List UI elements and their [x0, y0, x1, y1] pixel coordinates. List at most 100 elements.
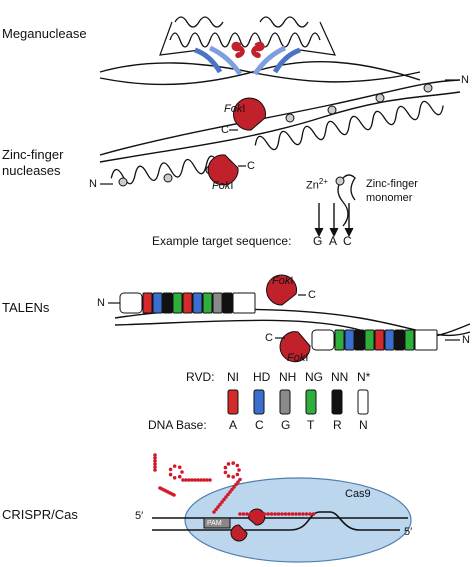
talen-bottom-repeat-1 [311, 329, 335, 351]
guide-rna-nucleotide [153, 465, 157, 469]
guide-rna-nucleotide [248, 512, 253, 516]
meganuclease-graphic [99, 16, 421, 86]
guide-rna-nucleotide [238, 477, 242, 482]
label-zinc-finger-line2: nucleases [2, 163, 61, 178]
guide-rna-nucleotide [172, 464, 177, 468]
guide-rna-nucleotide [280, 512, 284, 516]
guide-rna-nucleotide [259, 512, 263, 516]
guide-rna-nucleotide [235, 463, 240, 468]
talen-bottom-repeat-4 [354, 329, 365, 351]
talen-bottom-repeat-8 [394, 329, 405, 351]
pam-box [203, 517, 231, 529]
fokI-talen-bottom [279, 331, 311, 363]
pam-label: PAM [207, 520, 222, 527]
talen-bottom-repeat-2 [334, 329, 345, 351]
dna-base-5: R [333, 418, 342, 432]
talen-top-repeat-2 [142, 292, 153, 314]
guide-rna-nucleotide [180, 470, 184, 474]
guide-rna-nucleotide [276, 512, 281, 516]
guide-rna-nucleotide [172, 493, 176, 497]
guide-rna-nucleotide [190, 478, 194, 482]
talen-top-repeat-7 [192, 292, 203, 314]
talen-top-repeat-6 [182, 292, 193, 314]
target-sequence-label: Example target sequence: [152, 234, 292, 248]
zfn-n-left: N [89, 178, 97, 190]
cas9-label: Cas9 [345, 488, 371, 500]
guide-rna-nucleotide [220, 500, 224, 504]
guide-rna-nucleotide [216, 505, 220, 509]
guide-rna-nucleotide [266, 512, 270, 516]
label-zinc-finger-line1: Zinc-finger [2, 147, 64, 162]
guide-rna-nucleotide [273, 512, 277, 516]
rvd-5: NN [331, 370, 349, 384]
guide-rna-nucleotide [168, 472, 173, 477]
rvd-bar-2 [253, 389, 265, 415]
guide-rna-nucleotide [311, 512, 316, 516]
guide-rna [153, 453, 316, 516]
talen-graphic [108, 274, 471, 363]
guide-rna-nucleotide [269, 512, 274, 516]
rvd-1: NI [227, 370, 239, 384]
guide-rna-nucleotide [208, 478, 212, 482]
fokI-zfn-top [233, 97, 266, 131]
guide-rna-nucleotide [153, 456, 157, 460]
rvd-3: NH [279, 370, 297, 384]
guide-rna-nucleotide [177, 474, 182, 479]
guide-rna-nucleotide [153, 453, 157, 457]
label-talens: TALENs [2, 300, 50, 315]
guide-rna-nucleotide [236, 480, 240, 484]
talen-n-left: N [97, 297, 105, 309]
talen-c-bottom: C [265, 332, 273, 344]
guide-rna-nucleotide [226, 462, 231, 466]
target-base-1: G [313, 234, 323, 248]
guide-rna-nucleotide [231, 461, 236, 465]
guide-rna-nucleotide [222, 497, 226, 502]
talen-bottom-repeat-6 [374, 329, 385, 351]
guide-rna-nucleotide [304, 512, 309, 516]
guide-rna-nucleotide [308, 512, 312, 516]
dna-base-4: T [307, 418, 315, 432]
guide-rna-nucleotide [184, 478, 188, 482]
guide-rna-nucleotide [214, 507, 218, 512]
rvd-bar-5 [331, 389, 343, 415]
crispr-graphic [152, 453, 412, 563]
talen-bottom-repeat-9 [404, 329, 415, 351]
rvd-6: N* [357, 370, 371, 384]
guide-rna-nucleotide [241, 512, 246, 516]
zinc-finger-monomer-line2: monomer [366, 192, 413, 204]
dna-base-6: N [359, 418, 368, 432]
guide-rna-nucleotide [231, 475, 236, 479]
guide-rna-nucleotide [255, 512, 260, 516]
zn-label: Zn2+ [306, 177, 328, 192]
guide-rna-nucleotide [153, 459, 157, 463]
rvd-4: NG [305, 370, 323, 384]
rvd-bar-6 [357, 389, 369, 415]
guide-rna-nucleotide [301, 512, 305, 516]
rvd-legend [227, 389, 369, 415]
guide-rna-nucleotide [235, 472, 240, 477]
zfn-fokI-bottom-label: FokI [212, 180, 234, 192]
guide-rna-nucleotide [181, 478, 185, 482]
zfn-fokI-top-label: FokI [224, 103, 246, 115]
guide-rna-nucleotide [196, 478, 200, 482]
guide-rna-nucleotide [202, 478, 206, 482]
talen-top-repeat-4 [162, 292, 173, 314]
talen-top-repeat-10 [222, 292, 233, 314]
guide-rna-nucleotide [153, 462, 157, 466]
rvd-bar-3 [279, 389, 291, 415]
rvd-label: RVD: [186, 370, 215, 384]
talen-bottom-repeat-3 [344, 329, 355, 351]
talen-c-top: C [308, 289, 316, 301]
dna-base-1: A [229, 418, 238, 432]
zfn-c-top: C [221, 124, 229, 136]
dna-base-2: C [255, 418, 264, 432]
guide-rna-nucleotide [205, 478, 209, 482]
dna-base-label: DNA Base: [148, 418, 207, 432]
talen-bottom-repeat-5 [364, 329, 375, 351]
fokI-zfn-bottom [207, 154, 239, 186]
guide-rna-nucleotide [262, 512, 267, 516]
guide-rna-nucleotide [294, 512, 298, 516]
guide-rna-nucleotide [228, 490, 232, 494]
five-prime-right: 5′ [404, 526, 413, 538]
